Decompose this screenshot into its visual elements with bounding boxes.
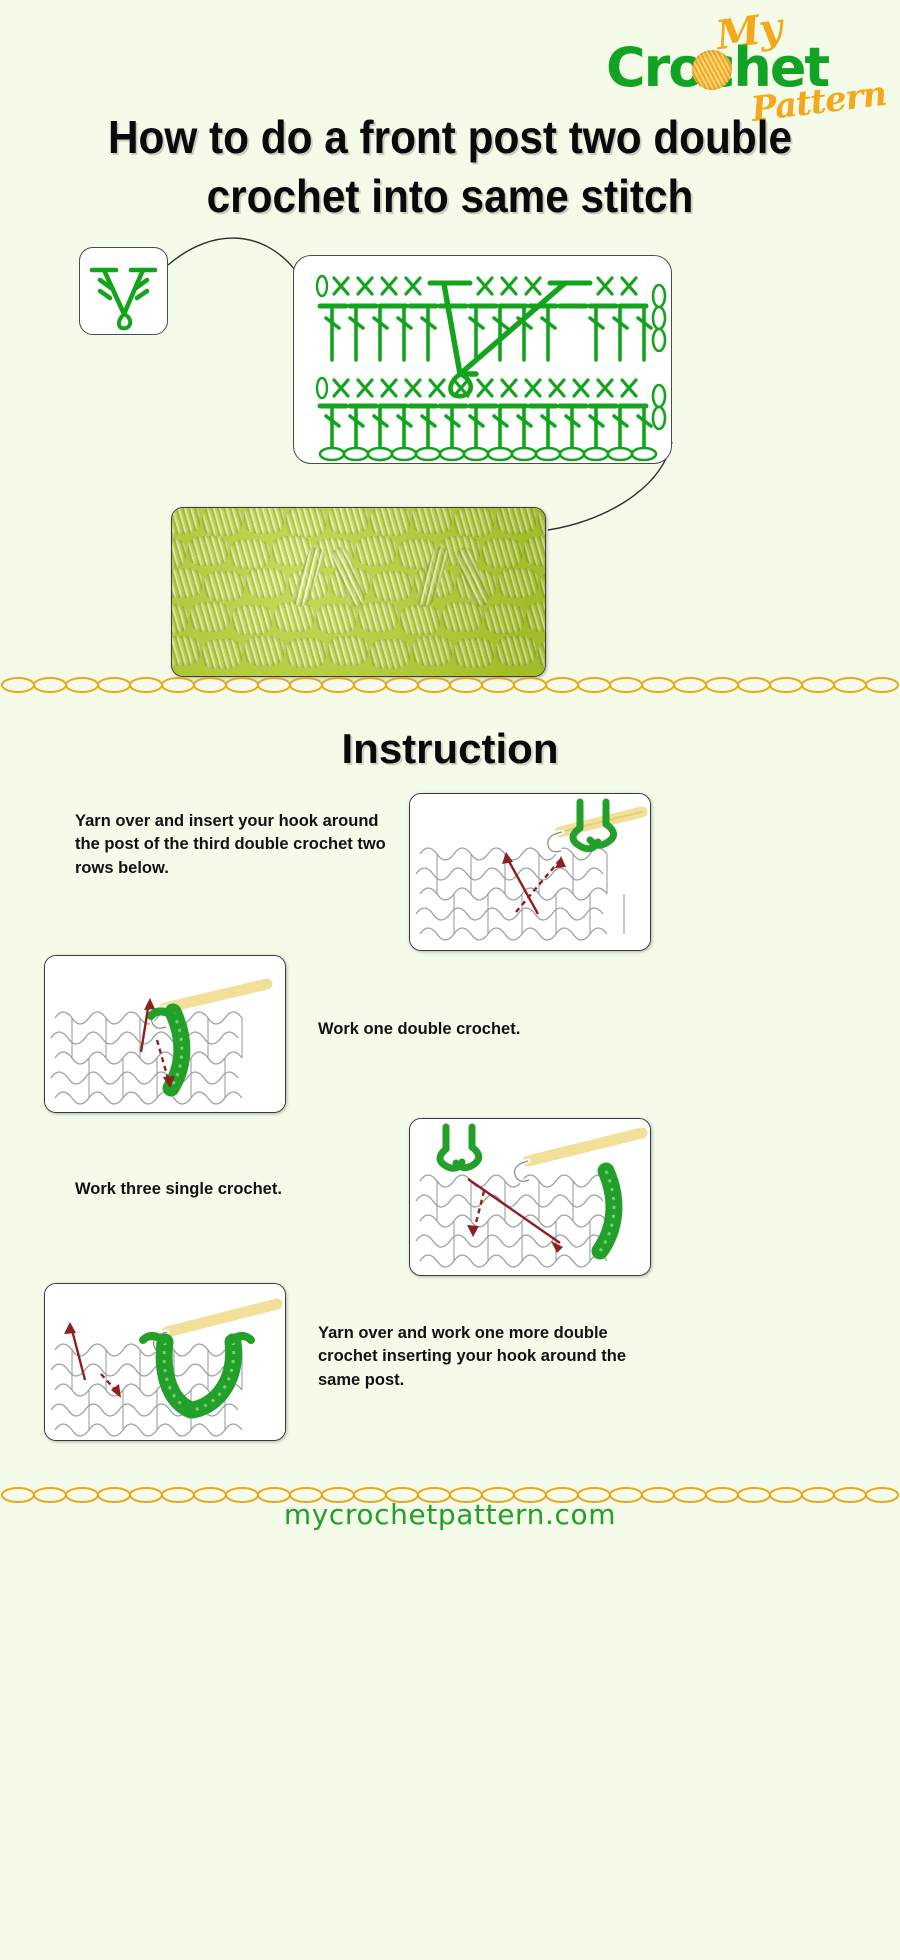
instruction-heading: Instruction <box>341 725 559 772</box>
site-logo: My Crochet Pattern <box>606 4 888 130</box>
step-3-diagram <box>410 1119 650 1275</box>
step-2-text: Work one double crochet. <box>318 1020 521 1038</box>
step-4-text: Yarn over and work one more double croch… <box>318 1324 627 1389</box>
step-4-diagram <box>45 1284 285 1440</box>
photo-shading <box>172 508 545 676</box>
step-2-illustration <box>44 955 286 1113</box>
step-3-text: Work three single crochet. <box>75 1180 282 1198</box>
step-1-illustration <box>409 793 651 951</box>
page-title: How to do a front post two double croche… <box>107 111 793 222</box>
yarn-ball-icon <box>692 50 732 90</box>
footer-website-url[interactable]: mycrochetpattern.com <box>283 1498 617 1531</box>
chain-divider-top <box>0 672 900 698</box>
step-3-illustration <box>409 1118 651 1276</box>
step-1-diagram <box>410 794 650 950</box>
chain-divider-bottom <box>0 1482 900 1508</box>
stitch-chart-diagram <box>315 274 667 462</box>
step-1-text: Yarn over and insert your hook around th… <box>75 812 386 877</box>
step-2-diagram <box>45 956 285 1112</box>
chain-divider-icon <box>1 677 899 693</box>
step-4-illustration <box>44 1283 286 1441</box>
chain-divider-icon-bottom <box>1 1487 899 1503</box>
stitch-symbol-box <box>79 247 168 335</box>
stitch-chart-box <box>293 255 672 464</box>
fp2dc-symbol-icon <box>89 267 158 331</box>
swatch-texture <box>172 508 545 676</box>
diagram-section <box>0 230 900 680</box>
swatch-photo <box>171 507 546 677</box>
